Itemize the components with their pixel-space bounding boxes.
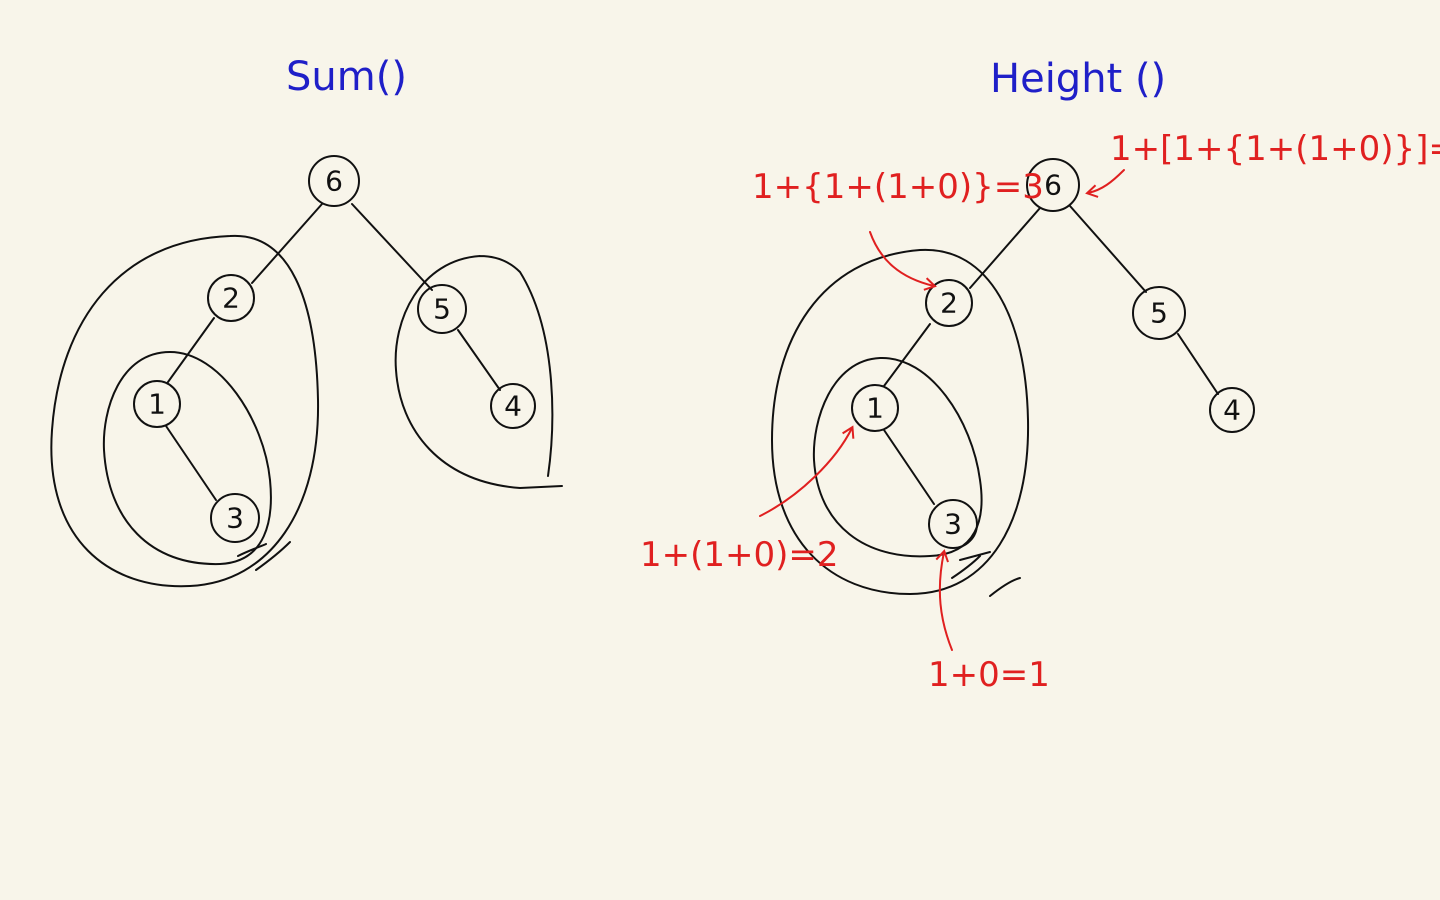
height-edges — [883, 205, 1219, 505]
sum-inner-subtree-loop — [102, 351, 272, 566]
svg-text:2: 2 — [940, 287, 958, 320]
sum-loop-scribble — [237, 541, 291, 571]
sum-left-subtree-loop — [50, 234, 320, 588]
sum-node-5: 5 — [417, 284, 467, 334]
arrow-to-root — [1085, 169, 1125, 198]
sum-edges — [165, 203, 501, 501]
svg-text:5: 5 — [1150, 297, 1168, 330]
svg-text:1: 1 — [866, 392, 884, 425]
svg-text:1: 1 — [148, 388, 166, 421]
height-inner-subtree-loop — [812, 356, 983, 558]
edge-1-3 — [883, 429, 935, 505]
height-node-3: 3 — [928, 499, 978, 549]
edge-2-1 — [167, 317, 215, 383]
sum-node-4: 4 — [490, 383, 536, 429]
sum-node-6: 6 — [308, 155, 360, 207]
height-node-1: 1 — [851, 384, 899, 432]
height-node-2: 2 — [925, 279, 973, 327]
svg-text:3: 3 — [226, 502, 244, 535]
height-title: Height () — [990, 56, 1166, 102]
svg-text:5: 5 — [433, 293, 451, 326]
height-node-5: 5 — [1132, 286, 1186, 340]
height-loop-scribble — [951, 551, 1021, 597]
arrow-to-node1 — [759, 425, 855, 517]
edge-6-5 — [1069, 205, 1147, 293]
annotation-root-height: 1+[1+{1+(1+0)}]=4 — [1110, 129, 1440, 169]
svg-text:4: 4 — [1223, 394, 1241, 427]
arrow-to-node2 — [869, 231, 937, 291]
edge-6-2 — [251, 203, 323, 284]
edge-5-4 — [1177, 333, 1219, 395]
sum-title: Sum() — [286, 54, 407, 100]
svg-text:4: 4 — [504, 390, 522, 423]
svg-text:6: 6 — [1044, 169, 1062, 202]
height-left-subtree-loop — [771, 248, 1030, 595]
svg-text:3: 3 — [944, 508, 962, 541]
height-node-6: 6 — [1026, 158, 1080, 212]
annotation-node2-height: 1+{1+(1+0)}=3 — [752, 167, 1044, 207]
edge-2-1 — [883, 323, 931, 387]
sum-node-2: 2 — [207, 274, 255, 322]
svg-text:6: 6 — [325, 165, 343, 198]
annotation-node1-height: 1+(1+0)=2 — [640, 535, 839, 575]
sum-node-3: 3 — [210, 493, 260, 543]
svg-text:2: 2 — [222, 282, 240, 315]
edge-6-5 — [351, 203, 433, 291]
edge-1-3 — [165, 425, 217, 501]
sum-right-subtree-loop — [394, 255, 563, 489]
height-node-4: 4 — [1209, 387, 1255, 433]
edge-5-4 — [457, 329, 501, 391]
sum-node-1: 1 — [133, 380, 181, 428]
arrow-to-node3 — [935, 549, 953, 651]
edge-6-2 — [969, 207, 1041, 289]
annotation-node3-height: 1+0=1 — [928, 655, 1050, 695]
